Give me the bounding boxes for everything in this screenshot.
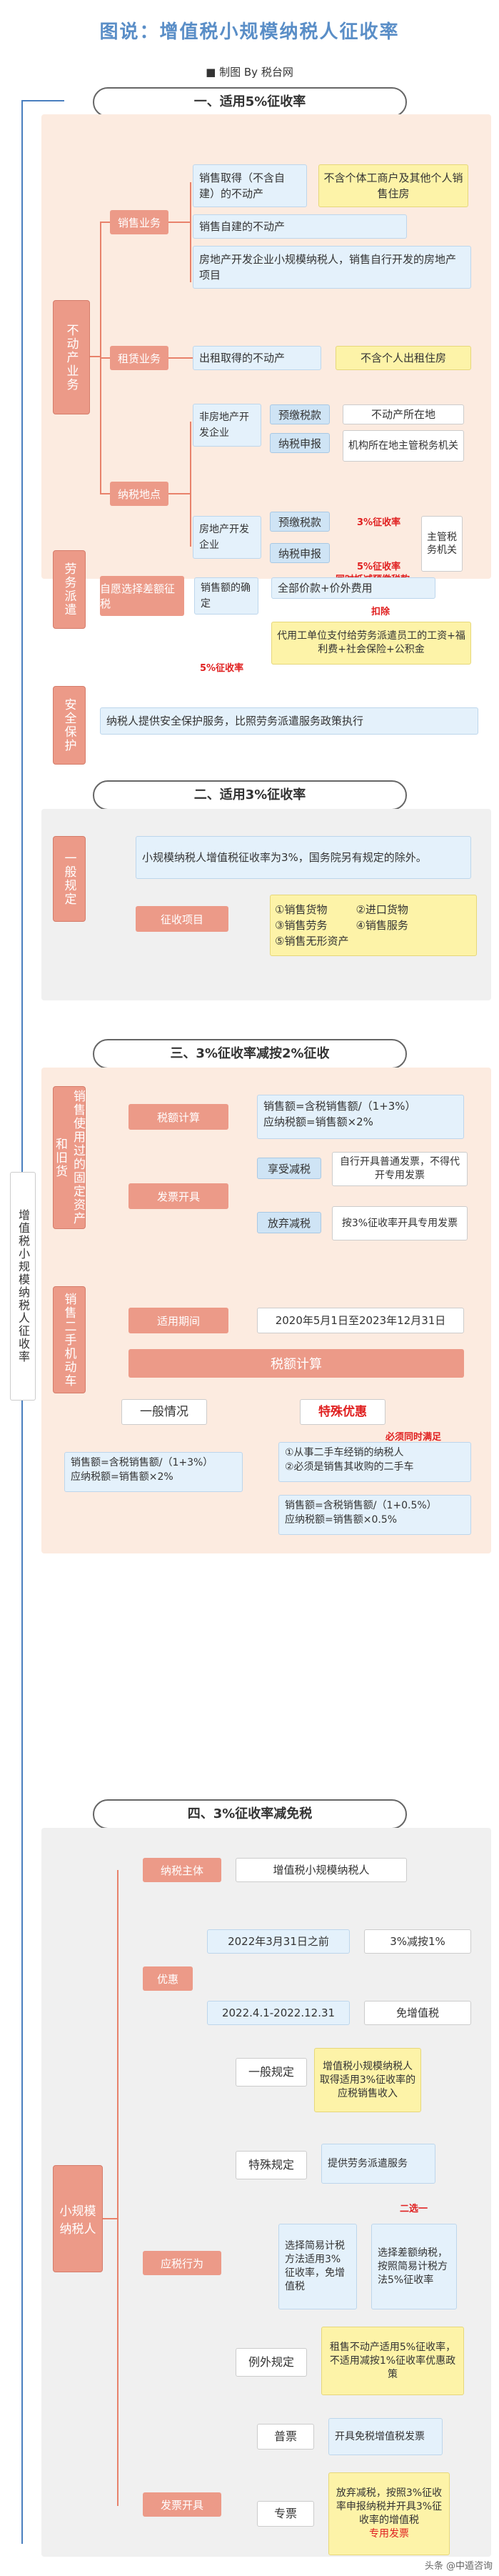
invoice-tag: 发票开具	[128, 1183, 228, 1209]
prepay-location: 不动产所在地	[343, 404, 464, 424]
lease-item-1: 出租取得的不动产	[193, 346, 321, 370]
date-2: 2022.4.1-2022.12.31	[207, 2001, 350, 2025]
normal-line-2: 应纳税额=销售额×2%	[71, 1471, 173, 1483]
exception-tag: 例外规定	[236, 2348, 307, 2377]
special-invoice-text-b: 专用发票	[369, 2528, 409, 2540]
labor-diff-tag: 自愿选择差额征税	[100, 576, 184, 616]
footer-source: 头条 @中遁咨询	[424, 2561, 493, 2572]
must-note: 必须同时满足	[385, 1432, 442, 1443]
special-calc-box: 销售额=含税销售额/（1+0.5%） 应纳税额=销售额×0.5%	[278, 1495, 471, 1535]
declare-tag-2: 纳税申报	[270, 543, 330, 563]
items-box: ①销售货物 ②进口货物 ③销售劳务 ④销售服务 ⑤销售无形资产	[270, 895, 477, 956]
security-text: 纳税人提供安全保护服务，比照劳务派遣服务政策执行	[100, 707, 478, 735]
cond-1: ①从事二手车经销的纳税人	[285, 1447, 404, 1458]
enjoy-text: 自行开具普通发票，不得代开专用发票	[332, 1152, 468, 1186]
general-rule-text-4: 增值税小规模纳税人取得适用3%征收率的应税销售收入	[314, 2048, 421, 2112]
tax-office-box: 主管税务机关	[421, 516, 463, 572]
special-rule-tag: 特殊规定	[236, 2151, 307, 2179]
option-1: 选择简易计税方法适用3%征收率，免增值税	[278, 2224, 357, 2309]
date-1: 2022年3月31日之前	[207, 1929, 350, 1954]
root-label: 增值税小规模纳税人征收率	[10, 1172, 36, 1401]
waive-text: 按3%征收率开具专用发票	[332, 1206, 468, 1240]
prepay-tag-2: 预缴税款	[270, 512, 330, 532]
cond-2: ②必须是销售其收购的二手车	[285, 1461, 414, 1473]
normal-invoice-tag: 普票	[257, 2424, 314, 2450]
waive-tag: 放弃减税	[257, 1212, 321, 1233]
exception-text: 租售不动产适用5%征收率，不适用减按1%征收率优惠政策	[321, 2327, 464, 2395]
item-1: ①销售货物	[275, 903, 328, 916]
rate-1: 3%减按1%	[364, 1929, 471, 1954]
declare-location: 机构所在地主管税务机关	[343, 430, 464, 462]
rate-5-label: 5%征收率	[357, 562, 401, 572]
rate-2: 免增值税	[364, 2001, 471, 2025]
lease-tag: 租赁业务	[110, 346, 168, 370]
general-rule-tag: 一般规定	[236, 2058, 307, 2087]
special-line-1: 销售额=含税销售额/（1+0.5%）	[285, 1500, 437, 1511]
section-1-title: 一、适用5%征收率	[93, 87, 407, 117]
declare-tag: 纳税申报	[270, 433, 330, 453]
choose-note: 二选一	[400, 2204, 428, 2214]
section-3-title: 三、3%征收率减按2%征收	[93, 1039, 407, 1069]
page-title: 图说：增值税小规模纳税人征收率	[99, 21, 400, 43]
period-tag: 适用期间	[128, 1308, 228, 1333]
sale-item-3: 房地产开发企业小规模纳税人，销售自行开发的房地产项目	[193, 246, 471, 289]
sale-item-1-note: 不含个体工商户及其他个人销售住房	[318, 164, 468, 207]
tax-location-tag: 纳税地点	[110, 482, 168, 506]
used-car-box: 销售二手机动车	[53, 1286, 86, 1393]
item-2: ②进口货物	[356, 903, 408, 916]
sale-item-1: 销售取得（不含自建）的不动产	[193, 164, 307, 207]
special-rule-text: 提供劳务派遣服务	[321, 2144, 435, 2184]
sales-tag: 销售业务	[110, 210, 168, 234]
non-re-dev-box: 非房地产开发企业	[193, 404, 261, 447]
general-rule-box: 一般规定	[53, 836, 86, 922]
normal-calc-box: 销售额=含税销售额/（1+3%） 应纳税额=销售额×2%	[64, 1452, 243, 1492]
calc2-tag: 税额计算	[128, 1349, 464, 1378]
normal-line-1: 销售额=含税销售额/（1+3%）	[71, 1457, 213, 1468]
subject-text: 增值税小规模纳税人	[236, 1858, 407, 1882]
normal-case: 一般情况	[121, 1399, 207, 1425]
spine-top	[21, 100, 64, 101]
prepay-tag: 预缴税款	[270, 404, 330, 424]
items-tag: 征收项目	[136, 906, 228, 932]
preferential-tag: 优惠	[143, 1966, 193, 1991]
re-dev-box: 房地产开发企业	[193, 516, 261, 559]
option-2: 选择差额纳税，按照简易计税方法5%征收率	[371, 2224, 457, 2309]
rate-3-label: 3%征收率	[357, 517, 401, 528]
item-5: ⑤销售无形资产	[275, 935, 349, 948]
labor-box: 劳务派遣	[53, 550, 86, 629]
section-4-title: 四、3%征收率减免税	[93, 1799, 407, 1829]
item-4: ④销售服务	[356, 919, 408, 932]
calc-tag: 税额计算	[128, 1104, 228, 1130]
calc-line-1: 销售额=含税销售额/（1+3%）	[263, 1100, 416, 1113]
credit-line: ■ 制图 By 税台网	[206, 66, 293, 79]
enjoy-tag: 享受减税	[257, 1158, 321, 1179]
section-2-title: 二、适用3%征收率	[93, 780, 407, 810]
security-box: 安全保护	[53, 686, 86, 765]
item-3: ③销售劳务	[275, 919, 328, 932]
applicable-tag: 应税行为	[143, 2251, 221, 2275]
invoice-tag-4: 发票开具	[143, 2492, 221, 2517]
real-estate-box: 不动产业务	[53, 300, 90, 414]
sale-item-2: 销售自建的不动产	[193, 214, 407, 239]
calc-box: 销售额=含税销售额/（1+3%） 应纳税额=销售额×2%	[257, 1095, 464, 1139]
period-text: 2020年5月1日至2023年12月31日	[257, 1308, 464, 1333]
calc-line-2: 应纳税额=销售额×2%	[263, 1115, 373, 1128]
fixed-assets-box: 销售使用过的固定资产和旧货	[53, 1086, 86, 1229]
special-invoice-text-a: 放弃减税，按照3%征收率申报纳税并开具3%征收率的增值税	[336, 2487, 443, 2526]
normal-invoice-text: 开具免税增值税发票	[328, 2418, 443, 2455]
general-rule-text: 小规模纳税人增值税征收率为3%，国务院另有规定的除外。	[136, 836, 471, 879]
special-case: 特殊优惠	[300, 1399, 385, 1425]
special-invoice-text: 放弃减税，按照3%征收率申报纳税并开具3%征收率的增值税 专用发票	[328, 2472, 450, 2555]
special-line-2: 应纳税额=销售额×0.5%	[285, 1514, 398, 1526]
deduct-label: 扣除	[371, 607, 390, 617]
small-taxpayer-box: 小规模纳税人	[53, 2165, 103, 2272]
sales-confirm-box: 销售额的确定	[194, 577, 258, 615]
cond-box: ①从事二手车经销的纳税人 ②必须是销售其收购的二手车	[278, 1442, 471, 1482]
special-invoice-tag: 专票	[257, 2501, 314, 2527]
subject-tag: 纳税主体	[143, 1858, 221, 1882]
rate-5b-label: 5%征收率	[200, 663, 244, 674]
total-price-box: 全部价款+价外费用	[271, 577, 435, 599]
lease-item-1-note: 不含个人出租住房	[336, 346, 471, 370]
deduct-items: 代用工单位支付给劳务派遣员工的工资+福利费+社会保险+公积金	[271, 622, 471, 665]
